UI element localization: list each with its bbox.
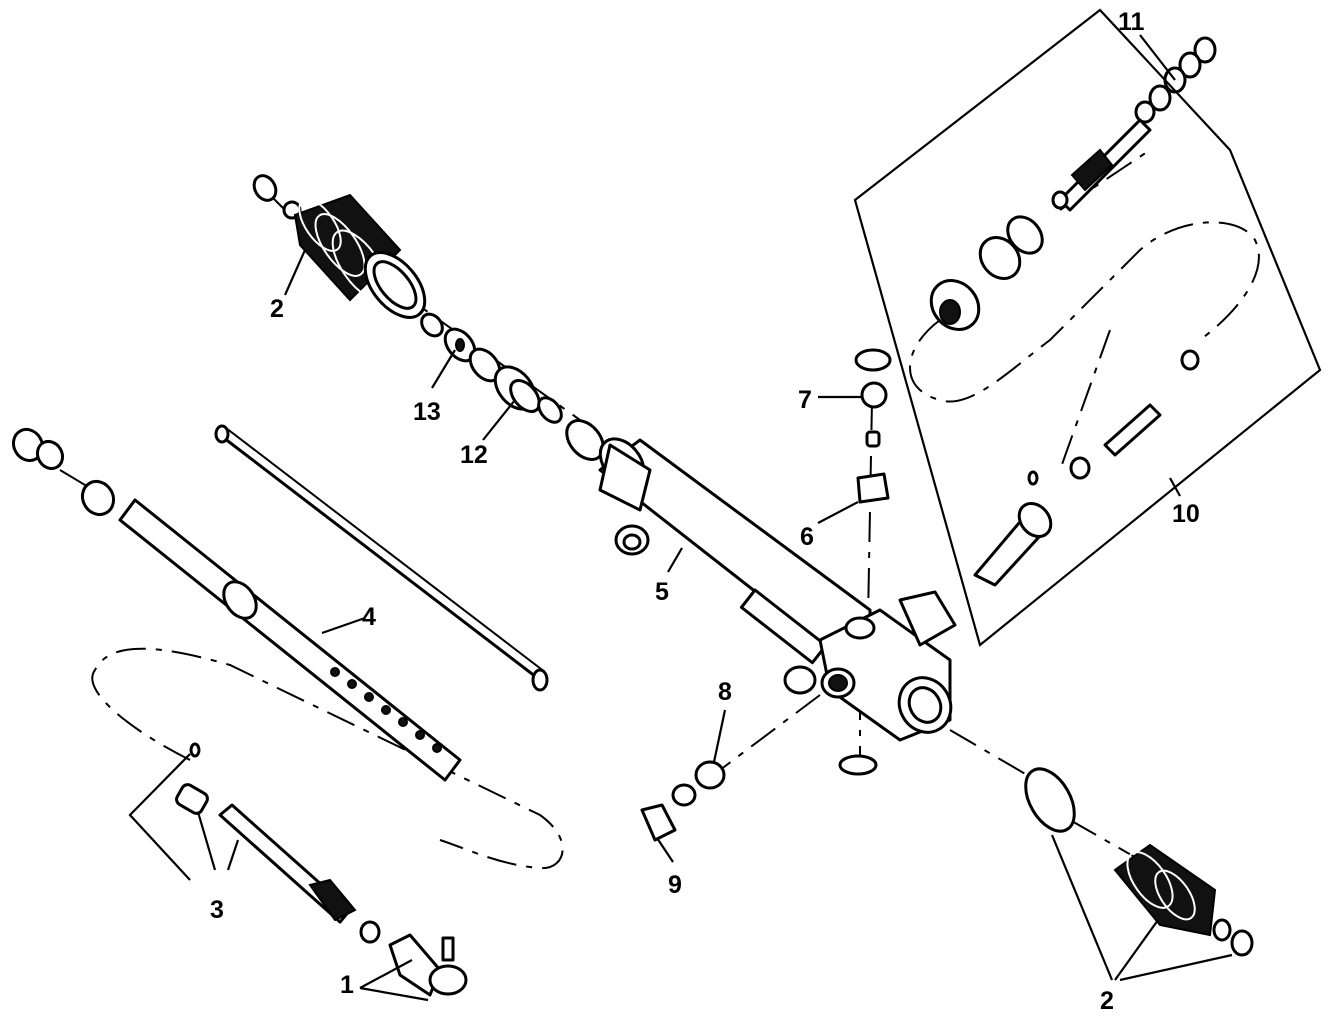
- leader-lines: [128, 34, 1233, 1002]
- callout-6: 6: [800, 523, 814, 551]
- callout-2-upper: 2: [270, 295, 284, 323]
- boot-lower-right: [1024, 767, 1254, 957]
- callout-7: 7: [798, 386, 812, 414]
- callout-9: 9: [668, 871, 682, 899]
- callout-11: 11: [1118, 8, 1145, 36]
- callout-labels: 1 2 2 3 4 5 6 7 8 9 10 11 12 13: [210, 8, 1200, 1015]
- rack-assembly: [11, 424, 549, 782]
- adjuster-parts: [640, 760, 726, 842]
- tie-rod-assembly: [175, 742, 468, 997]
- callout-13: 13: [413, 398, 441, 426]
- valve-internals: [929, 36, 1217, 587]
- washers-and-bushings: [420, 312, 605, 461]
- boot-upper-left: [252, 174, 427, 319]
- callout-8: 8: [718, 678, 732, 706]
- callout-10: 10: [1172, 500, 1200, 528]
- rack-teeth: [330, 667, 442, 753]
- callout-2-lower: 2: [1100, 987, 1114, 1015]
- callout-3: 3: [210, 896, 224, 924]
- valve-cap-parts: [854, 348, 892, 504]
- callout-5: 5: [655, 578, 669, 606]
- rack-housing: [598, 437, 957, 776]
- valve-group-bracket: [853, 8, 1322, 647]
- callout-1: 1: [340, 971, 354, 999]
- callout-12: 12: [460, 441, 488, 469]
- callout-4: 4: [362, 603, 376, 631]
